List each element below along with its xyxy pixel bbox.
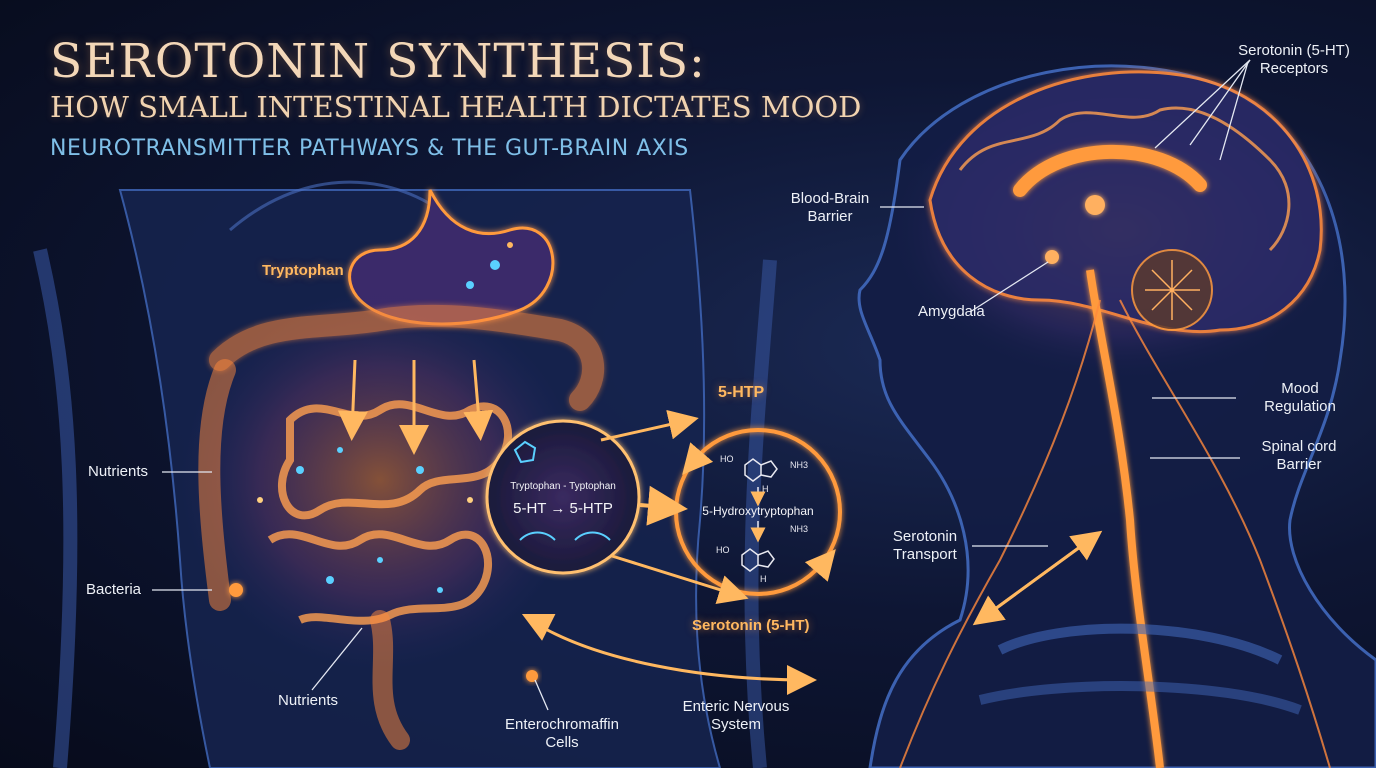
mood-regulation-label: Mood Regulation — [1240, 380, 1360, 416]
enterochromaffin-label: Enterochromaffin Cells — [492, 716, 632, 752]
bacteria-label: Bacteria — [86, 581, 142, 598]
amygdala-label: Amygdala — [918, 303, 985, 320]
leader-lines — [152, 59, 1251, 711]
nutrients-left-label: Nutrients — [88, 463, 149, 480]
hydroxytryptophan-label: 5-Hydroxytryptophan — [702, 504, 814, 518]
synthesis-cycle — [600, 409, 842, 605]
chem-h-bottom: H — [760, 574, 767, 584]
mood-line2: Regulation — [1264, 398, 1336, 415]
bbb-line1: Blood-Brain — [790, 190, 870, 207]
receptors-line2: Receptors — [1259, 60, 1329, 77]
main-title: SEROTONIN SYNTHESIS: — [50, 34, 706, 89]
magnifier — [485, 419, 641, 575]
spinal-line1: Spinal cord — [1261, 438, 1337, 455]
enteric-label: Enteric Nervous System — [666, 698, 806, 734]
nutrients-bottom-label: Nutrients — [278, 692, 339, 709]
magnifier-line2: 5-HT → 5-HTP — [513, 500, 613, 517]
blood-brain-barrier-label: Blood-Brain Barrier — [782, 190, 878, 226]
head-silhouette — [857, 64, 1376, 768]
step-5htp-label: 5-HTP — [718, 384, 765, 401]
spinal-line2: Barrier — [1276, 456, 1322, 473]
enteric-line1: Enteric Nervous — [682, 698, 790, 715]
chem-nh3-top: NH3 — [790, 460, 809, 470]
mood-line1: Mood — [1281, 380, 1319, 397]
chem-ho-top: HO — [720, 454, 734, 464]
receptors-line1: Serotonin (5-HT) — [1238, 42, 1350, 59]
magnifier-line1: Tryptophan - Typtophan — [510, 481, 616, 492]
spinal-cord-label: Spinal cord Barrier — [1244, 438, 1354, 474]
step-serotonin-label: Serotonin (5-HT) — [692, 617, 810, 634]
chem-nh3-bottom: NH3 — [790, 524, 809, 534]
transport-line1: Serotonin — [892, 528, 958, 545]
enterochromaffin-line2: Cells — [545, 734, 579, 751]
enterochromaffin-line1: Enterochromaffin — [505, 716, 619, 733]
transport-line2: Transport — [893, 546, 957, 563]
serotonin-transport-label: Serotonin Transport — [880, 528, 970, 564]
receptors-label: Serotonin (5-HT) Receptors — [1232, 42, 1356, 78]
subtitle: HOW SMALL INTESTINAL HEALTH DICTATES MOO… — [50, 90, 862, 124]
bbb-line2: Barrier — [807, 208, 853, 225]
tryptophan-arrows — [337, 359, 494, 455]
enteric-line2: System — [710, 716, 761, 733]
tryptophan-label: Tryptophan — [262, 262, 344, 279]
tagline: NEUROTRANSMITTER PATHWAYS & THE GUT-BRAI… — [50, 136, 689, 161]
chem-ho-bottom: HO — [716, 545, 730, 555]
gut-brain-arrows — [521, 530, 1103, 695]
chem-h-top: H — [762, 484, 769, 494]
